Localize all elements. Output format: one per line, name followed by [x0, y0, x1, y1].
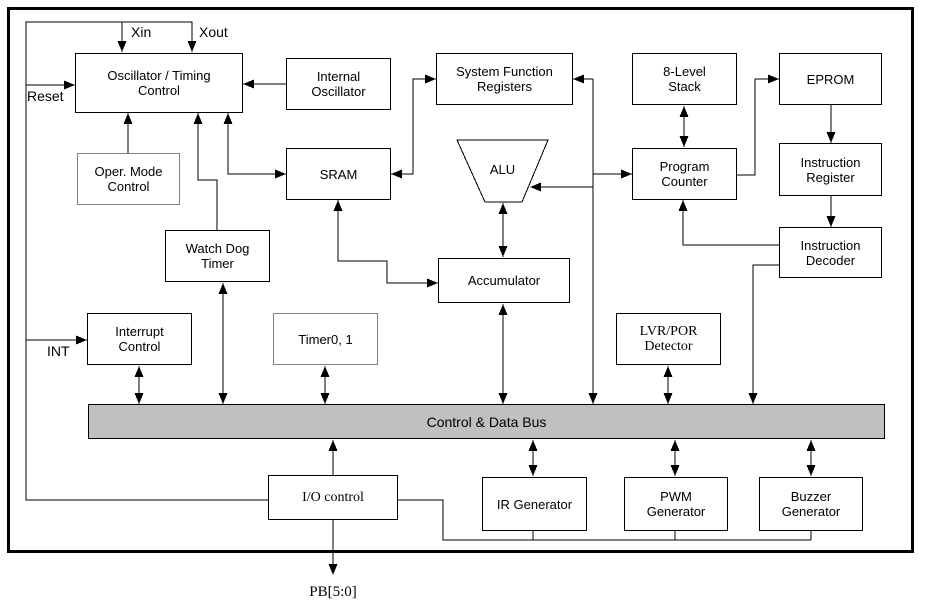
node-pwm-generator: PWM Generator: [624, 477, 728, 531]
connector-lvr-bus: [663, 366, 673, 404]
connector-sram-accumulator: [333, 200, 438, 288]
connector-io-generators: [398, 499, 812, 541]
pin-label-pb50: PB[5:0]: [309, 584, 357, 600]
node-8-level-stack: 8-Level Stack: [632, 53, 737, 105]
node-ir-generator: IR Generator: [482, 477, 587, 531]
connector-osc-sram: [223, 113, 286, 179]
connector-decoder-bus: [748, 264, 779, 404]
node-system-function-registers: System Function Registers: [436, 53, 573, 105]
connector-io-bus: [328, 440, 338, 475]
node-internal-oscillator: Internal Oscillator: [286, 58, 391, 110]
connector-sram-sfr: [391, 74, 436, 179]
connector-ir-gen-bus: [528, 440, 538, 476]
connector-internal-osc-to-osc: [243, 79, 286, 89]
node-accumulator: Accumulator: [438, 258, 570, 303]
connector-timer-bus: [320, 366, 330, 404]
connector-sfr-pc-alu-bus: [530, 74, 632, 404]
connector-stack-pc: [679, 106, 689, 147]
pin-label-reset: Reset: [27, 88, 64, 104]
connector-instr-reg-decoder: [826, 196, 836, 227]
connector-io-pb-port: [328, 520, 338, 575]
alu-trapezoid-shape: [456, 139, 549, 203]
node-watch-dog-timer: Watch Dog Timer: [165, 230, 270, 282]
connector-wdt-bus: [218, 283, 228, 404]
node-sram: SRAM: [286, 148, 391, 200]
pin-label-xout: Xout: [199, 24, 228, 40]
connector-pc-eprom: [737, 74, 779, 176]
pin-label-int: INT: [47, 343, 70, 359]
node-io-control: I/O control: [268, 475, 398, 520]
connector-alu-accumulator: [498, 203, 508, 257]
connector-oper-mode-to-osc: [123, 113, 133, 153]
connector-accumulator-bus: [498, 304, 508, 404]
control-data-bus: Control & Data Bus: [88, 404, 885, 439]
node-instruction-decoder: Instruction Decoder: [779, 227, 882, 278]
node-instruction-register: Instruction Register: [779, 143, 882, 196]
node-alu-label: ALU: [489, 161, 516, 177]
connector-wdt-to-osc: [193, 113, 218, 230]
connector-interrupt-bus: [134, 366, 144, 404]
pin-label-xin: Xin: [131, 24, 152, 40]
connector-buzzer-gen-bus: [806, 440, 816, 476]
node-eprom: EPROM: [779, 53, 882, 105]
node-lvr-por-detector: LVR/POR Detector: [616, 313, 721, 365]
node-buzzer-generator: Buzzer Generator: [759, 477, 863, 531]
node-timer0-1: Timer0, 1: [273, 313, 378, 365]
node-oper-mode-control: Oper. Mode Control: [77, 153, 180, 205]
connector-decoder-pc: [678, 200, 779, 246]
connector-external-pins-net: [25, 21, 268, 501]
node-interrupt-control: Interrupt Control: [87, 313, 192, 365]
node-oscillator-timing-control: Oscillator / Timing Control: [75, 53, 243, 113]
node-program-counter: Program Counter: [632, 148, 737, 200]
connector-eprom-instr-reg: [826, 105, 836, 143]
connector-pwm-gen-bus: [670, 440, 680, 476]
